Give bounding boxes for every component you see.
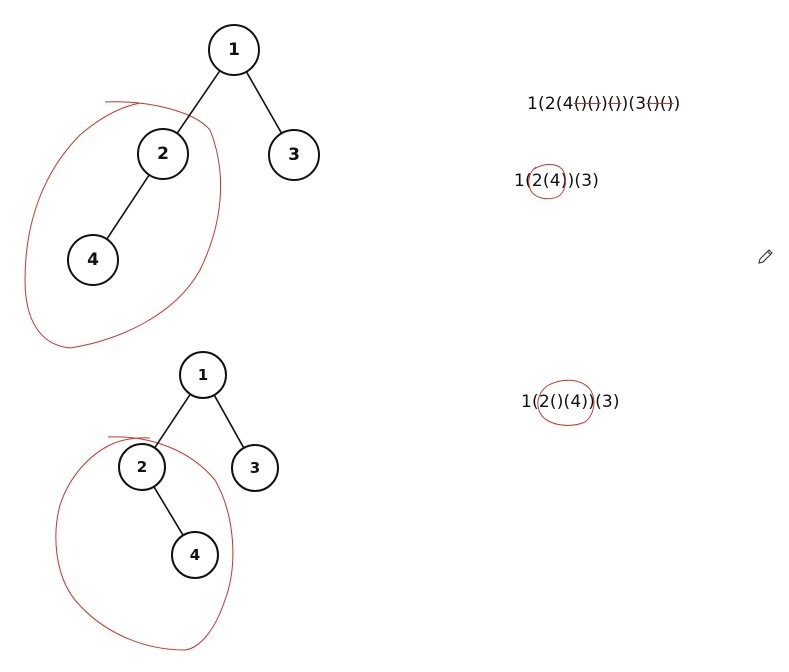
expr2-circled-text: 2(4) — [531, 171, 568, 191]
tree2-edges — [153, 393, 245, 536]
expr1-struck-a: ()() — [573, 94, 602, 114]
tree1-edges — [106, 70, 283, 240]
tree2-node-3: 3 — [231, 444, 279, 492]
expr3-circled-text: 2()(4) — [538, 392, 589, 412]
tree2-node-label-3: 3 — [250, 459, 260, 477]
expr1-part-b: ) — [601, 94, 608, 114]
tree1-node-circle-1 — [208, 24, 260, 76]
annotation-loop-subtree-bottom — [55, 436, 234, 651]
expression-full-null: 1(2(4()())())(3()()) — [527, 94, 680, 114]
tree1-node-4: 4 — [67, 234, 119, 286]
tree1-node-2: 2 — [137, 128, 189, 180]
expr1-struck-c: ()() — [646, 94, 674, 114]
tree2-edge-n1-n3 — [213, 394, 245, 449]
expr3-part-b: )(3) — [588, 392, 620, 412]
tree2-node-4: 4 — [171, 531, 219, 579]
tree1-edge-n1-n3 — [245, 71, 283, 134]
expr1-struck-b: () — [607, 94, 622, 114]
tree2-edge-n1-n2 — [154, 393, 191, 449]
tree2-node-label-4: 4 — [190, 546, 200, 564]
tree2-node-label-2: 2 — [137, 458, 147, 476]
tree2-node-circle-2 — [118, 443, 166, 491]
tree1-edge-n1-n2 — [176, 70, 221, 134]
tree1-node-3: 3 — [268, 129, 320, 181]
tree1-node-label-3: 3 — [288, 145, 300, 165]
tree1-node-circle-4 — [67, 234, 119, 286]
tree2-node-circle-3 — [231, 444, 279, 492]
tree1-nodes: 1 2 3 4 — [67, 24, 320, 286]
tree1-node-circle-2 — [137, 128, 189, 180]
tree2-node-label-1: 1 — [198, 366, 208, 384]
expr2-part-b: )(3) — [567, 171, 600, 191]
tree1-node-label-2: 2 — [157, 144, 169, 164]
expr2-circled-group: 2(4) — [528, 164, 568, 200]
annotation-loop-subtree-top — [24, 101, 222, 349]
tree2-edge-n2-n4 — [153, 486, 184, 536]
expr3-part-a: 1( — [521, 392, 539, 412]
annotation-circle-expr2 — [528, 164, 566, 200]
expression-simplified: 1(2(4))(3) — [514, 164, 600, 200]
tree1-node-label-1: 1 — [228, 40, 240, 60]
pencil-icon[interactable] — [757, 247, 775, 265]
tree2-node-circle-4 — [171, 531, 219, 579]
tree2-node-1: 1 — [179, 351, 227, 399]
tree1-node-circle-3 — [268, 129, 320, 181]
tree1-node-label-4: 4 — [87, 250, 99, 270]
tree2-nodes: 1 2 3 4 — [118, 351, 279, 579]
expr1-part-c: )(3 — [621, 94, 647, 114]
tree2-node-2: 2 — [118, 443, 166, 491]
expression-with-empty-left: 1(2()(4))(3) — [521, 379, 620, 426]
expr2-part-a: 1( — [514, 171, 532, 191]
expr1-part-a: 1(2(4 — [527, 94, 574, 114]
annotation-circle-expr3 — [537, 379, 595, 426]
tree1-edge-n2-n4 — [106, 174, 150, 240]
tree2-node-circle-1 — [179, 351, 227, 399]
expr3-circled-group: 2()(4) — [537, 379, 595, 426]
tree1-node-1: 1 — [208, 24, 260, 76]
expr1-part-d: ) — [673, 94, 681, 114]
